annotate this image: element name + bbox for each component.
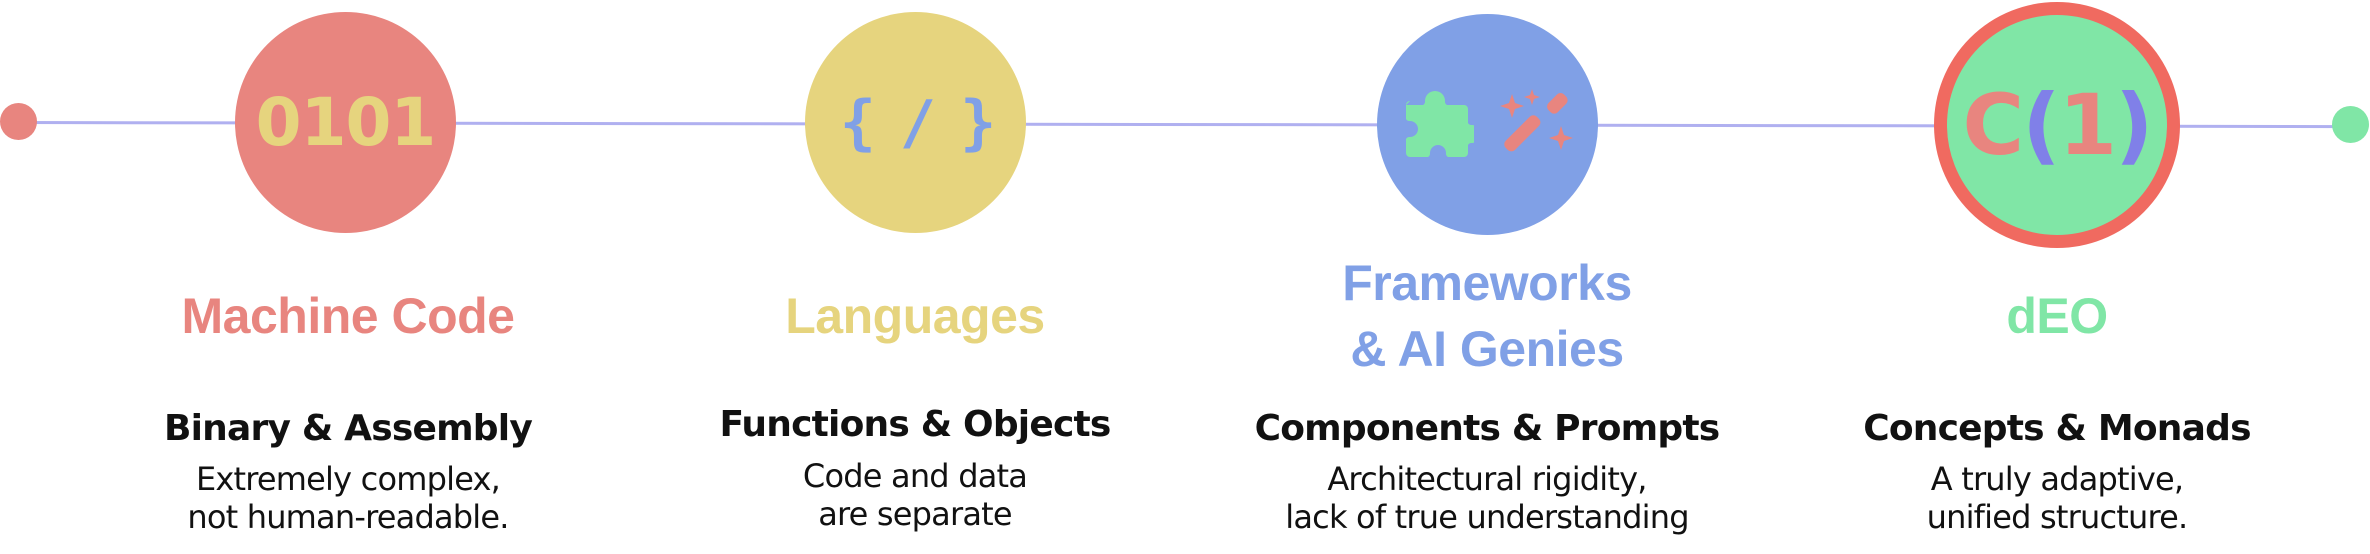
stage-title: Languages [785,288,1045,344]
description-line: Extremely complex, [195,460,501,498]
stage-circle: 0101 [235,12,456,233]
stage-subtitle: Binary & Assembly [163,408,533,449]
code-braces-icon: { / } [839,87,997,158]
close-paren: ) [2115,76,2153,174]
description-line: lack of true understanding [1285,498,1689,536]
stage-languages: { / } Languages Functions & Objects Code… [635,0,1195,554]
open-paren: ( [2022,76,2060,174]
stage-title: Machine Code [181,288,515,344]
description-line: unified structure. [1926,498,2189,536]
description-line: Code and data [802,457,1028,495]
stage-subtitle: Components & Prompts [1254,408,1721,449]
constant-complexity-icon: C(1) [1963,83,2154,167]
stage-title-line2: & AI Genies [1350,321,1624,377]
description-line: A truly adaptive, [1930,460,2184,498]
stage-circle: { / } [804,12,1026,233]
stage-frameworks: Frameworks & AI Genies Components & Prom… [1207,0,1767,554]
description-line: are separate [818,495,1012,533]
stage-description: Code and data are separate [635,457,1195,533]
stage-circle [1376,14,1598,235]
stage-subtitle: Concepts & Monads [1863,408,2251,449]
stage-deo: C(1) dEO Concepts & Monads A truly adapt… [1777,0,2337,554]
description-line: Architectural rigidity, [1327,460,1647,498]
stage-machine-code: 0101 Machine Code Binary & Assembly Extr… [68,0,628,554]
timeline-end-dot [2332,106,2369,143]
magic-wand-icon [1500,88,1573,151]
one-digit: 1 [2058,76,2117,174]
timeline-start-dot [0,103,37,140]
description-line: not human-readable. [187,498,509,536]
stage-description: A truly adaptive, unified structure. [1777,460,2337,536]
stage-title-line1: Frameworks [1342,255,1632,311]
stage-title: Frameworks & AI Genies [1207,250,1767,382]
c-letter: C [1962,76,2025,174]
stage-description: Extremely complex, not human-readable. [68,460,628,536]
stage-subtitle: Functions & Objects [719,404,1111,445]
puzzle-piece-icon [1406,90,1474,157]
binary-icon: 0101 [255,83,437,161]
stage-circle-highlighted: C(1) [1934,2,2180,248]
stage-title: dEO [2006,288,2108,344]
stage-description: Architectural rigidity, lack of true und… [1207,460,1767,536]
